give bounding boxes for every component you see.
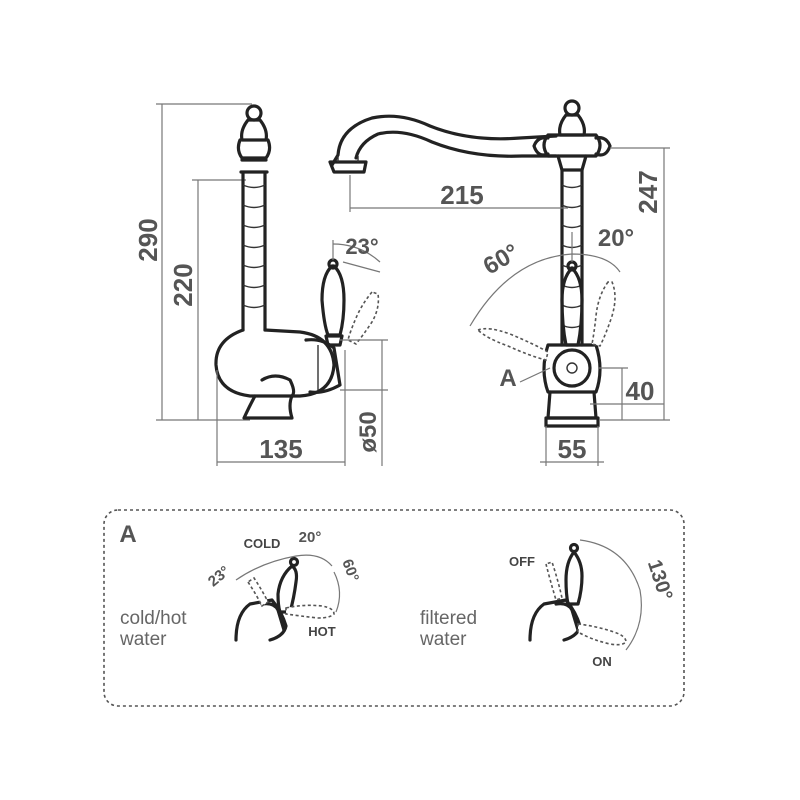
detail-panel-border <box>103 509 685 707</box>
dim-spout-height: 220 <box>168 179 246 420</box>
dim-label-135: 135 <box>259 434 302 464</box>
dim-label-angle-60: 60° <box>479 239 524 281</box>
filtered-caption-line1: filtered <box>420 608 477 629</box>
filtered-angle-130: 130° <box>643 557 677 603</box>
dim-label-55: 55 <box>558 434 587 464</box>
off-label: OFF <box>509 554 535 569</box>
detail-panel-label: A <box>119 521 136 548</box>
dim-label-290: 290 <box>133 218 163 261</box>
dim-label-angle-23: 23° <box>345 234 378 259</box>
on-label: ON <box>592 654 612 669</box>
cold-label: COLD <box>244 536 281 551</box>
dim-spout-reach: 215 <box>349 175 568 212</box>
filtered-caption-line2: water <box>419 629 467 650</box>
dim-label-215: 215 <box>440 180 483 210</box>
cold-hot-caption-line1: cold/hot <box>120 608 187 629</box>
detail-panel: A cold/hot water COLD HOT 20° 23° 60° fi… <box>103 509 685 707</box>
cold-hot-angle-20: 20° <box>299 529 322 546</box>
dim-right-height: 247 <box>600 147 670 421</box>
detail-cold-hot: cold/hot water COLD HOT 20° 23° 60° <box>119 529 362 650</box>
side-view: 290 220 <box>133 103 388 466</box>
cold-hot-angle-23: 23° <box>205 563 233 591</box>
detail-filtered: filtered water OFF ON 130° <box>419 539 677 669</box>
dim-label-40: 40 <box>626 376 655 406</box>
front-view: 60° 20° A 215 247 40 <box>328 99 670 466</box>
cold-hot-caption-line2: water <box>119 629 167 650</box>
dim-lever-height: 40 <box>590 367 664 420</box>
dim-label-diameter: ø50 <box>355 411 382 452</box>
dim-base-width: 135 <box>216 350 346 466</box>
cold-hot-angle-60: 60° <box>338 557 362 584</box>
dim-base-depth: 55 <box>540 426 604 466</box>
dim-label-247: 247 <box>633 170 663 213</box>
dim-label-angle-20: 20° <box>598 225 634 252</box>
dim-diameter: ø50 <box>340 339 388 466</box>
side-faucet-body: 23° <box>214 104 381 420</box>
dim-total-height: 290 <box>133 103 252 421</box>
dim-label-220: 220 <box>168 263 198 306</box>
front-spout <box>328 114 558 174</box>
callout-a: A <box>499 365 516 392</box>
hot-label: HOT <box>308 624 336 639</box>
front-column: 60° 20° A <box>469 99 634 428</box>
